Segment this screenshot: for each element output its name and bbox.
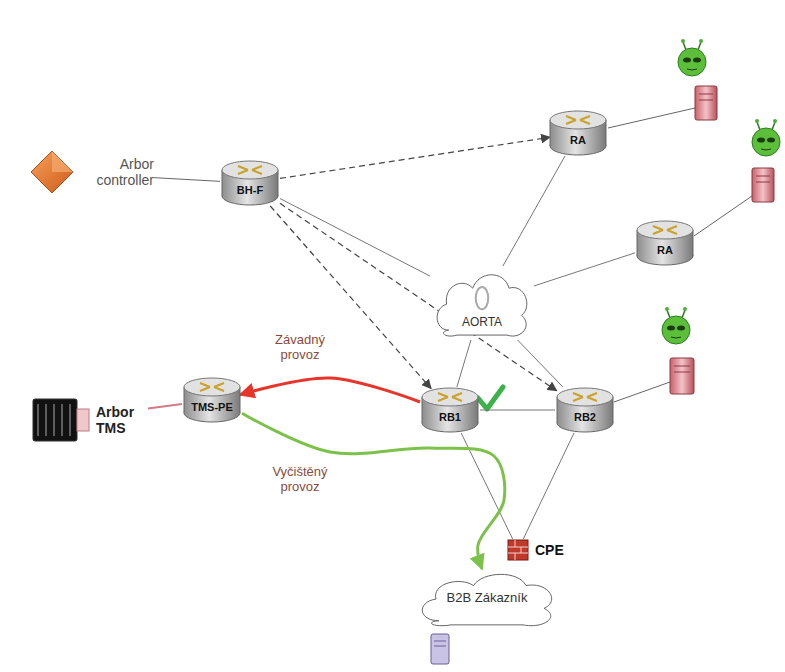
tms-slot [37,404,39,436]
link-line [480,410,555,411]
device-node: Arbor TMS [32,395,148,445]
tms-slot [69,404,71,436]
attacker-server [752,168,774,202]
link-line [523,433,574,539]
router-top [550,111,606,129]
tms-chassis [33,399,77,441]
device-icon [30,150,74,194]
attacker-link [614,382,670,402]
router-icon [182,377,242,423]
router-side [422,397,423,423]
node-label: BH-F [237,184,263,197]
router-icon [635,220,695,266]
attacker-link [694,196,752,236]
tms-slot [45,404,47,436]
customer-server [431,634,449,664]
router-top [184,378,240,396]
aorta-logo [476,287,488,309]
router-arrows [573,393,597,401]
router-node: TMS-PE [182,377,242,423]
cloud-outline [437,275,527,336]
node-label: RA [657,244,673,257]
router-side [478,397,479,423]
cloud-outline [422,574,551,625]
firewall-icon [508,540,528,560]
router-side [240,387,241,413]
router-arrows [566,116,590,124]
router-top [557,388,613,406]
link-line [148,404,182,409]
router-arrows [200,383,224,391]
tms-slot [53,404,55,436]
router-side [693,230,694,256]
router-side [184,387,185,413]
controller-diamond [31,151,73,193]
node-label: Arbor controller [80,156,154,188]
link-line [457,340,471,387]
link-line [534,253,635,286]
router-arrows [238,166,262,174]
node-label: CPE [535,542,564,558]
router-node: BH-F [220,160,280,206]
router-node: RA [548,110,608,156]
diamond-facet [52,151,73,172]
router-top [637,221,693,239]
attacker-server [695,86,717,120]
router-side [557,397,558,423]
link-line [154,178,220,182]
node-label: RA [570,134,586,147]
device-node: CPE [507,539,564,561]
node-label: TMS-PE [191,401,233,414]
node-label: B2B Zákazník [447,591,528,606]
router-icon [220,160,280,206]
tms-port [77,409,89,431]
router-side [278,170,279,196]
flow-arrow [280,137,550,178]
attacker-link [608,108,695,128]
node-label: AORTA [462,316,502,330]
router-top [222,161,278,179]
tms-slot [61,404,63,436]
device-icon [507,539,529,561]
router-icon [555,387,615,433]
link-line [518,340,563,387]
link-line [280,199,430,277]
node-label: RB1 [439,411,461,424]
device-node: Arbor controller [30,150,154,194]
edge-label: Závadný provoz [261,332,339,364]
router-side [222,170,223,196]
flow-arrow [240,378,420,402]
attacker-alien [752,119,780,156]
flow-arrow [242,413,505,569]
attacker-server [670,358,694,394]
router-arrows [653,226,677,234]
router-side [606,120,607,146]
router-node: RB1 [420,387,480,433]
router-icon [548,110,608,156]
router-side [637,230,638,256]
attacker-alien [678,39,706,76]
network-cloud: AORTA [430,266,534,340]
router-arrows [438,393,462,401]
link-line [503,156,565,266]
device-icon [32,395,90,445]
router-side [613,397,614,423]
router-node: RB2 [555,387,615,433]
router-side [550,120,551,146]
edge-label: Vyčištěný provoz [261,464,339,496]
router-top [422,388,478,406]
firewall-bricks [508,540,528,560]
network-cloud: B2B Zákazník [412,567,562,629]
node-label: RB2 [574,411,596,424]
router-node: RA [635,220,695,266]
attacker-alien [662,307,690,344]
node-label: Arbor TMS [96,404,148,436]
router-icon [420,387,480,433]
check-mark [478,387,503,409]
